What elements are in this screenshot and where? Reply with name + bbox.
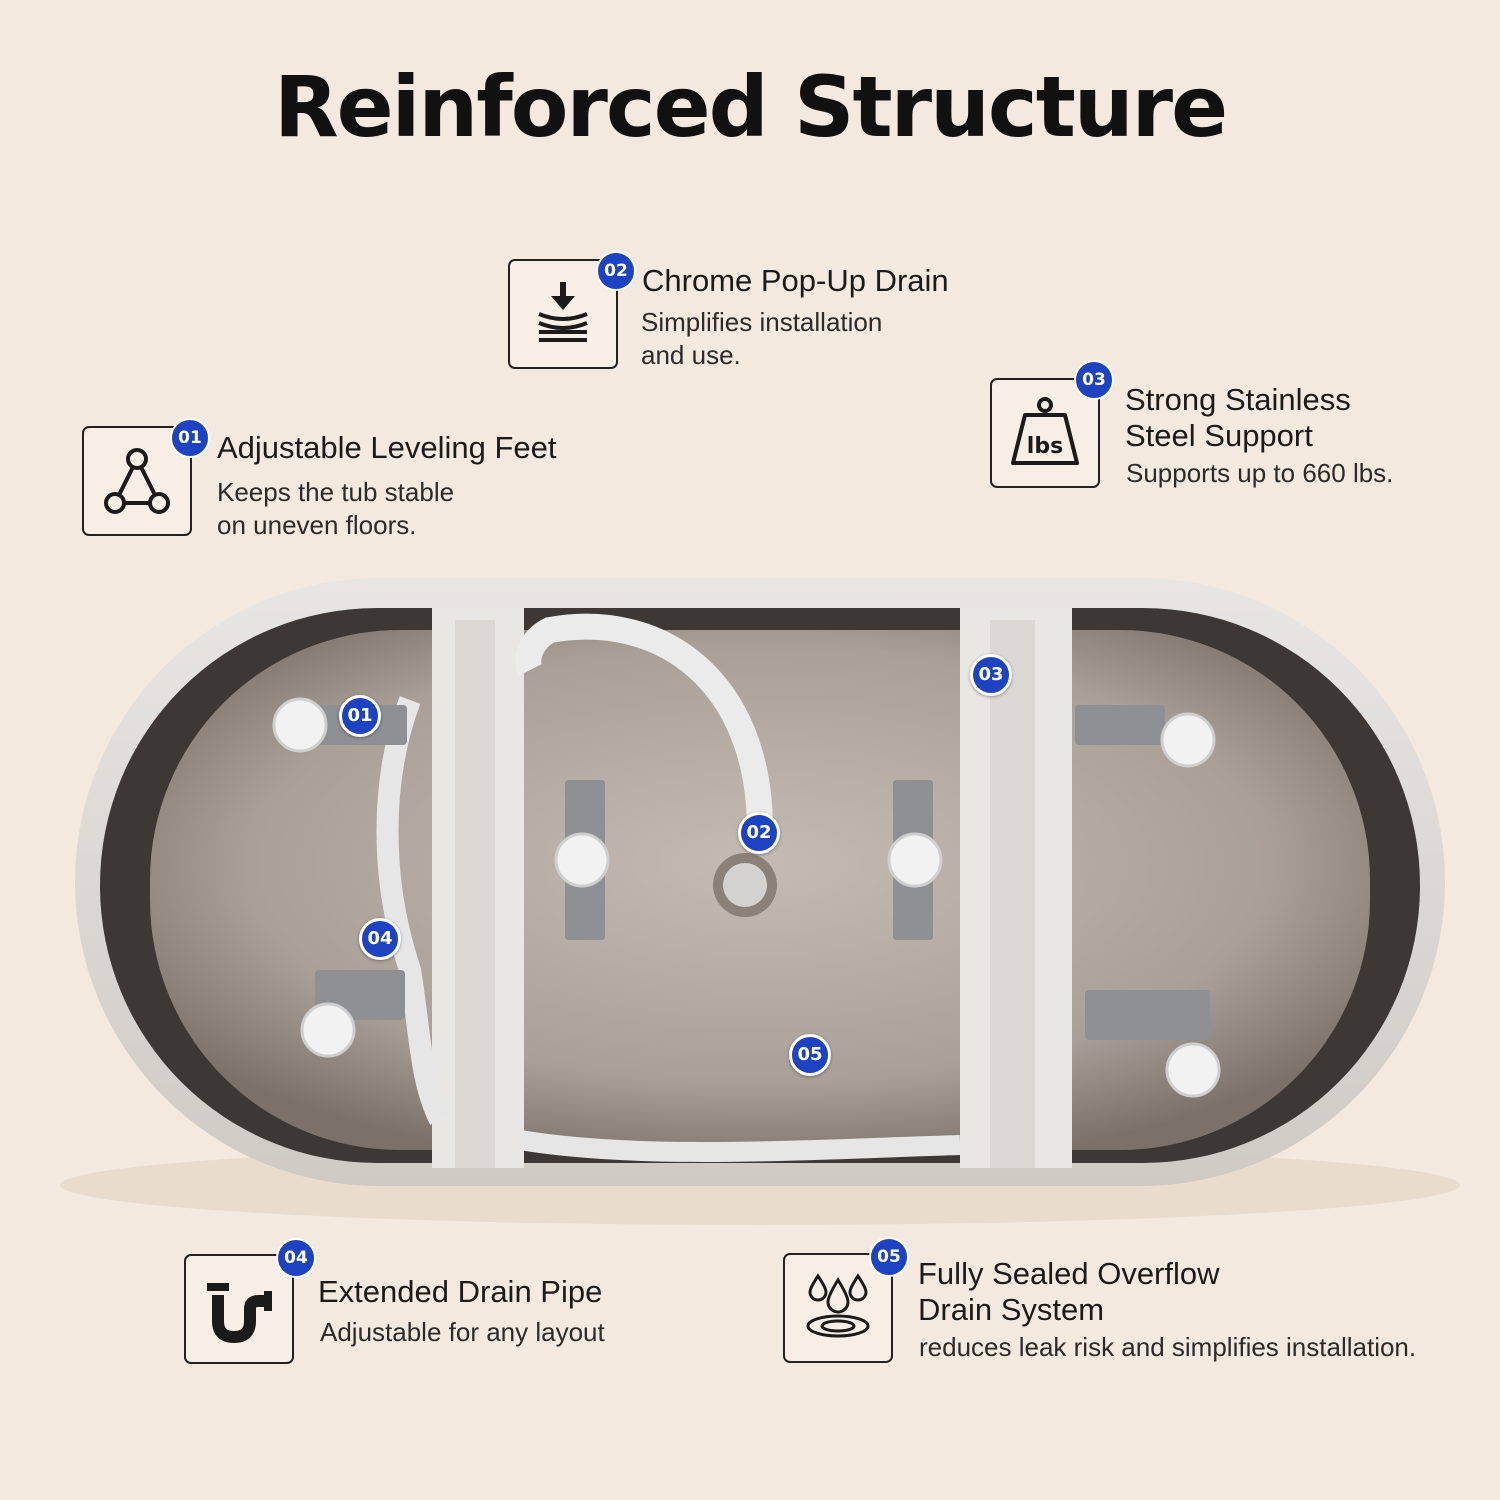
svg-text:lbs: lbs xyxy=(1027,434,1063,459)
marker-01: 01 xyxy=(339,695,381,737)
marker-04: 04 xyxy=(359,918,401,960)
feature-title: Adjustable Leveling Feet xyxy=(217,430,557,465)
badge-03: 03 xyxy=(1074,360,1114,400)
pop-up-drain-icon xyxy=(538,282,588,342)
feature-title-line: Fully Sealed Overflow xyxy=(918,1256,1220,1291)
weight-lbs-icon: lbs xyxy=(1011,397,1079,465)
feature-title-line: Drain System xyxy=(918,1292,1105,1327)
marker-03: 03 xyxy=(970,654,1012,696)
feature-title: Extended Drain Pipe xyxy=(318,1274,603,1309)
water-drops-icon xyxy=(806,1273,870,1338)
badge-01: 01 xyxy=(170,418,210,458)
feature-desc-line: and use. xyxy=(641,340,741,370)
feature-desc-line: on uneven floors. xyxy=(217,510,417,540)
badge-02: 02 xyxy=(596,251,636,291)
drain-pipe-icon xyxy=(207,1283,272,1344)
badge-05: 05 xyxy=(869,1237,909,1277)
feature-desc-line: Supports up to 660 lbs. xyxy=(1126,458,1394,488)
feature-desc-line: Adjustable for any layout xyxy=(320,1317,605,1347)
feature-title: Chrome Pop-Up Drain xyxy=(642,263,949,298)
marker-02: 02 xyxy=(738,812,780,854)
feature-title-line: Strong Stainless xyxy=(1125,382,1351,417)
feature-desc-line: Keeps the tub stable xyxy=(217,477,455,507)
feature-title-line: Steel Support xyxy=(1125,418,1313,453)
triangle-nodes-icon xyxy=(104,448,170,514)
icon-box xyxy=(184,1254,294,1364)
marker-05: 05 xyxy=(789,1034,831,1076)
feature-desc-line: Simplifies installation xyxy=(641,307,883,337)
feature-desc-line: reduces leak risk and simplifies install… xyxy=(919,1332,1417,1362)
badge-04: 04 xyxy=(276,1238,316,1278)
bathtub-underside-illustration xyxy=(60,578,1460,1225)
page-title: Reinforced Structure xyxy=(273,58,1228,156)
